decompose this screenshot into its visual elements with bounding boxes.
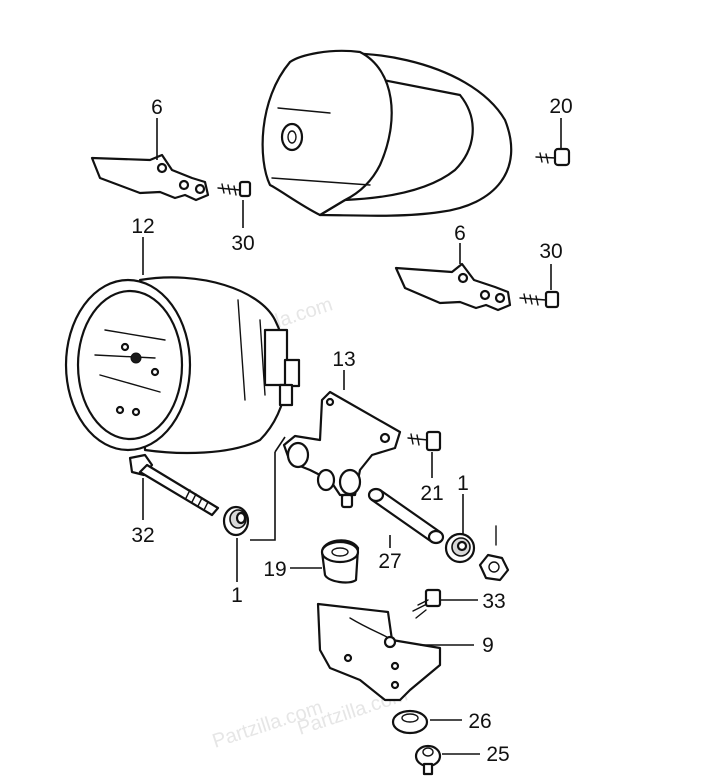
callout-32: 32 (131, 524, 154, 547)
callout-30-lower: 30 (539, 240, 562, 263)
callout-1-left: 1 (231, 584, 243, 607)
callout-27: 27 (378, 550, 401, 573)
callout-21: 21 (420, 482, 443, 505)
washer-26 (391, 709, 429, 735)
leader-lines (142, 118, 562, 755)
nut-25 (414, 744, 442, 776)
grommet-19 (320, 539, 360, 584)
callout-9: 9 (482, 634, 494, 657)
callout-1-right: 1 (457, 472, 469, 495)
collar-27 (367, 487, 445, 545)
callout-6-upper: 6 (151, 96, 163, 119)
screw-30-lower (519, 290, 560, 309)
speedometer-12 (64, 276, 301, 455)
bolt-21 (407, 430, 442, 452)
stay-13 (282, 390, 402, 509)
callout-33: 33 (482, 590, 505, 613)
bracket-9 (316, 602, 442, 702)
callout-19: 19 (263, 558, 286, 581)
callout-6-lower: 6 (454, 222, 466, 245)
callout-20: 20 (549, 95, 572, 118)
callout-12: 12 (131, 215, 154, 238)
bolt-32 (128, 453, 220, 517)
collar-nut (478, 525, 510, 582)
callout-25: 25 (486, 743, 509, 766)
screw-30-upper (217, 180, 252, 198)
bracket-6-lower (394, 262, 512, 312)
callout-26: 26 (468, 710, 491, 733)
callout-13: 13 (332, 348, 355, 371)
grommet-1-right (444, 532, 476, 564)
meter-cover (261, 49, 513, 217)
bracket-6-upper (90, 153, 210, 202)
screw-20 (535, 147, 571, 167)
bolt-33 (412, 588, 442, 619)
grommet-1-left (222, 505, 250, 537)
callout-30-upper: 30 (231, 232, 254, 255)
